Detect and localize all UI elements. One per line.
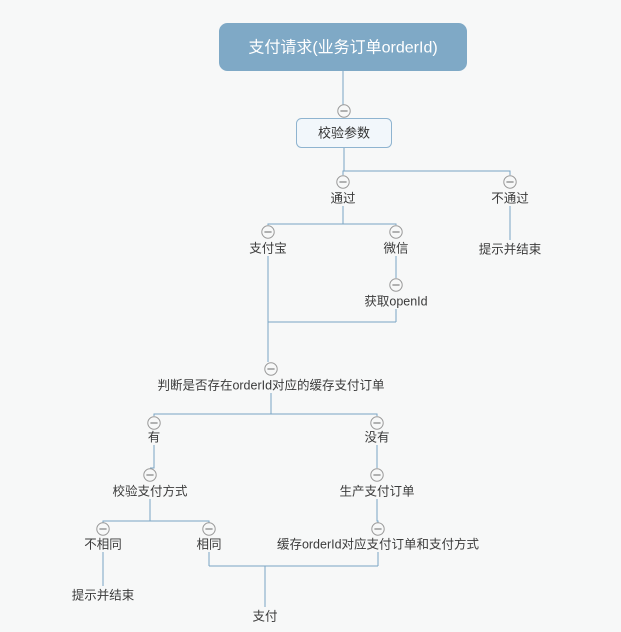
node-create-ord[interactable]: 生产支付订单 bbox=[339, 484, 414, 498]
node-alipay[interactable]: 支付宝 bbox=[249, 241, 287, 255]
node-notsame-end[interactable]: 提示并结束 bbox=[72, 587, 135, 602]
edge-pass-to-wechat bbox=[343, 223, 397, 225]
edge-verify-pay-to-not-same bbox=[102, 499, 151, 523]
edges-layer bbox=[102, 70, 511, 607]
node-check-cache-label: 判断是否存在orderId对应的缓存支付订单 bbox=[157, 377, 384, 392]
node-validate[interactable]: 校验参数 bbox=[296, 118, 392, 148]
edge-create-ord-to-cache-ord bbox=[376, 499, 379, 523]
node-validate-shape[interactable] bbox=[296, 118, 392, 148]
node-has[interactable]: 有 bbox=[148, 430, 161, 444]
node-fail-end[interactable]: 提示并结束 bbox=[479, 241, 542, 256]
node-root-shape[interactable] bbox=[219, 23, 467, 71]
collapse-minus-icon-not-same[interactable] bbox=[96, 522, 110, 536]
node-none-label: 没有 bbox=[364, 429, 389, 444]
collapse-minus-icon-create-ord[interactable] bbox=[370, 468, 384, 482]
collapse-minus-icon-check-cache[interactable] bbox=[264, 362, 278, 376]
node-has-label: 有 bbox=[148, 430, 161, 444]
edge-has-to-verify-pay bbox=[150, 445, 155, 469]
node-check-cache[interactable]: 判断是否存在orderId对应的缓存支付订单 bbox=[157, 377, 384, 392]
node-fail-end-label: 提示并结束 bbox=[479, 241, 542, 256]
collapse-minus-icon-openid[interactable] bbox=[389, 278, 403, 292]
node-not-same-label: 不相同 bbox=[84, 537, 122, 551]
collapse-minus-icon-fail[interactable] bbox=[503, 175, 517, 189]
edge-validate-to-pass bbox=[342, 148, 345, 175]
edge-check-cache-to-has bbox=[153, 393, 272, 416]
edge-check-cache-to-none bbox=[271, 413, 378, 416]
node-same-label: 相同 bbox=[196, 537, 221, 551]
node-openid-label: 获取openId bbox=[364, 294, 427, 308]
collapse-minus-icon-has[interactable] bbox=[147, 416, 161, 430]
node-pay-label: 支付 bbox=[252, 609, 277, 623]
node-not-same[interactable]: 不相同 bbox=[84, 537, 122, 551]
node-notsame-end-label: 提示并结束 bbox=[72, 587, 135, 602]
node-same[interactable]: 相同 bbox=[196, 537, 221, 551]
edge-validate-to-fail bbox=[344, 170, 511, 175]
node-fail[interactable]: 不通过 bbox=[491, 191, 529, 205]
collapse-minus-icon-cache-ord[interactable] bbox=[371, 522, 385, 536]
node-pass[interactable]: 通过 bbox=[330, 191, 356, 205]
node-create-ord-label: 生产支付订单 bbox=[339, 484, 414, 498]
edge-verify-pay-to-same bbox=[150, 520, 210, 523]
collapse-minus-icon-none[interactable] bbox=[370, 416, 384, 430]
node-cache-ord[interactable]: 缓存orderId对应支付订单和支付方式 bbox=[277, 536, 480, 551]
collapse-minus-icon-wechat[interactable] bbox=[389, 225, 403, 239]
node-validate-label: 校验参数 bbox=[318, 126, 370, 141]
collapse-minus-icon-same[interactable] bbox=[202, 522, 216, 536]
node-pass-label: 通过 bbox=[330, 191, 356, 205]
node-openid[interactable]: 获取openId bbox=[364, 294, 427, 308]
toggles-layer bbox=[96, 104, 517, 536]
node-pay[interactable]: 支付 bbox=[252, 609, 277, 623]
node-root[interactable]: 支付请求(业务订单orderId) bbox=[219, 23, 467, 71]
node-verify-pay[interactable]: 校验支付方式 bbox=[112, 483, 188, 498]
node-cache-ord-label: 缓存orderId对应支付订单和支付方式 bbox=[277, 536, 480, 551]
collapse-minus-icon-verify-pay[interactable] bbox=[143, 468, 157, 482]
edge-pass-to-alipay bbox=[267, 206, 344, 225]
node-verify-pay-label: 校验支付方式 bbox=[112, 483, 188, 498]
node-wechat-label: 微信 bbox=[383, 241, 408, 255]
collapse-minus-icon-pass[interactable] bbox=[336, 175, 350, 189]
collapse-minus-icon-alipay[interactable] bbox=[261, 225, 275, 239]
node-wechat[interactable]: 微信 bbox=[383, 241, 408, 255]
node-root-label: 支付请求(业务订单orderId) bbox=[248, 39, 437, 57]
node-fail-label: 不通过 bbox=[491, 191, 529, 205]
node-alipay-label: 支付宝 bbox=[249, 241, 287, 255]
node-none[interactable]: 没有 bbox=[364, 429, 389, 444]
collapse-minus-icon-validate[interactable] bbox=[337, 104, 351, 118]
